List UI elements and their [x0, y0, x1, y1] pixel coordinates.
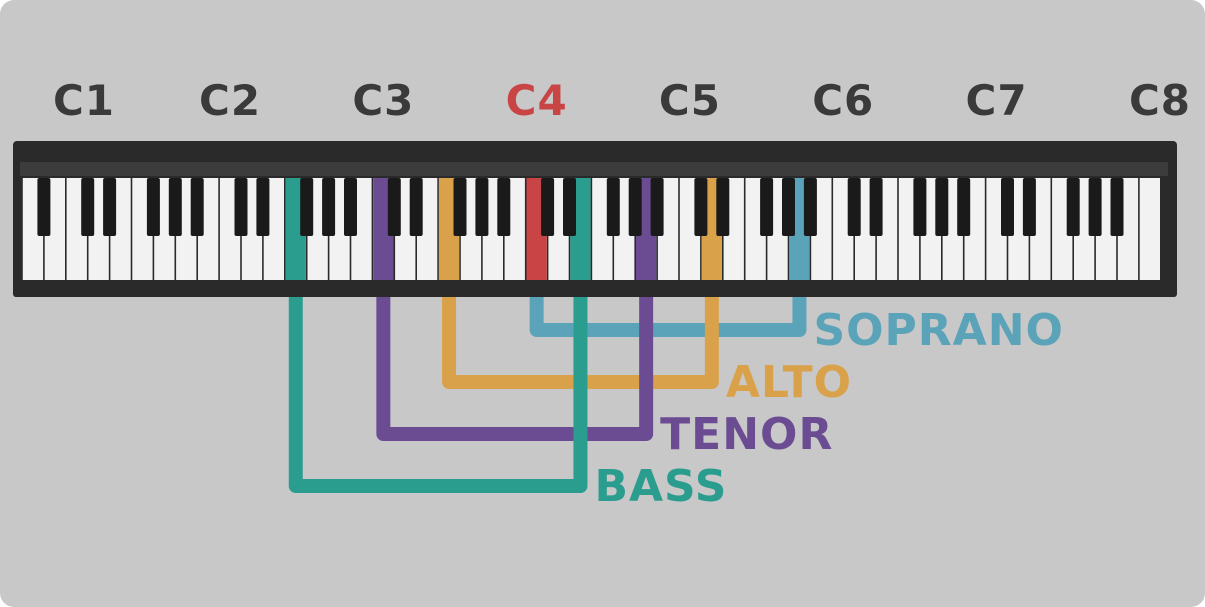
black-key [760, 178, 774, 236]
black-key [1088, 178, 1102, 236]
tenor-label: TENOR [660, 409, 834, 460]
black-key [1110, 178, 1124, 236]
black-key [497, 178, 511, 236]
black-key [869, 178, 883, 236]
black-key [234, 178, 248, 236]
black-key [322, 178, 336, 236]
octave-label-c6: C6 [812, 76, 875, 125]
piano-bottom-rail [13, 280, 1177, 297]
black-key [409, 178, 423, 236]
black-key [847, 178, 861, 236]
black-key [541, 178, 555, 236]
black-key [782, 178, 795, 236]
black-key [694, 178, 708, 236]
black-key [1022, 178, 1036, 236]
soprano-label: SOPRANO [813, 305, 1064, 356]
black-key [957, 178, 971, 236]
black-key [81, 178, 95, 236]
bass-label: BASS [594, 461, 728, 512]
black-key [913, 178, 927, 236]
black-key [628, 178, 642, 236]
black-key [344, 178, 357, 236]
octave-label-c7: C7 [965, 76, 1028, 125]
black-key [650, 178, 664, 236]
black-key [563, 178, 576, 236]
octave-label-c1: C1 [52, 76, 116, 125]
octave-label-c5: C5 [658, 76, 721, 125]
black-key [475, 178, 489, 236]
octave-label-c4: C4 [505, 76, 568, 125]
black-key [37, 178, 51, 236]
octave-label-c8: C8 [1128, 76, 1192, 125]
black-key [168, 178, 182, 236]
piano-fallboard [20, 162, 1168, 176]
alto-label: ALTO [725, 357, 853, 408]
black-key [190, 178, 204, 236]
black-key [387, 178, 401, 236]
soprano-range-bracket [529, 297, 807, 337]
black-key [453, 178, 467, 236]
black-key [300, 178, 314, 236]
octave-label-c2: C2 [199, 76, 262, 125]
black-key [803, 178, 817, 236]
black-key [1001, 178, 1014, 236]
black-key [256, 178, 270, 236]
black-key [606, 178, 620, 236]
black-key [935, 178, 949, 236]
black-key [1066, 178, 1080, 236]
tenor-range-bracket [376, 297, 654, 441]
bass-range-bracket [288, 297, 588, 493]
white-key [1139, 178, 1160, 280]
black-key [146, 178, 160, 236]
octave-label-c3: C3 [352, 76, 415, 125]
black-key [103, 178, 117, 236]
black-key [716, 178, 730, 236]
